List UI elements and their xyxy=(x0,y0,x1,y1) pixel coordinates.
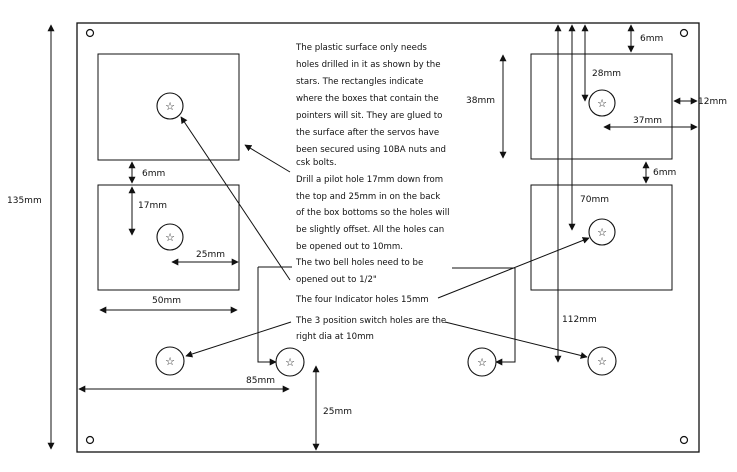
note-pilot: Drill a pilot hole 17mm down from the to… xyxy=(296,175,450,252)
indicator-hole-top-left: ☆ xyxy=(156,92,184,120)
pointer-box-top-right xyxy=(530,53,673,160)
leader-plastic-to-hole xyxy=(180,116,291,281)
note-line: The plastic surface only needs xyxy=(295,43,427,53)
leader-bell-left xyxy=(257,267,277,366)
note-line: right dia at 10mm xyxy=(296,332,374,342)
leader-boxes xyxy=(244,144,291,173)
mounting-hole xyxy=(85,28,95,38)
dimension-lines xyxy=(47,24,698,451)
bell-hole-left: ☆ xyxy=(155,346,185,376)
leader-switch-right xyxy=(444,321,588,359)
notes: The plastic surface only needs holes dri… xyxy=(295,43,450,342)
note-plastic: The plastic surface only needs holes dri… xyxy=(295,43,446,168)
indicator-hole-top-right: ☆ xyxy=(588,89,616,117)
star-icon: ☆ xyxy=(597,226,607,239)
note-line: The two bell holes need to be xyxy=(295,258,423,268)
star-icon: ☆ xyxy=(165,100,175,113)
note-line: where the boxes that contain the xyxy=(296,94,439,104)
star-icon: ☆ xyxy=(597,355,607,368)
label-37mm: 37mm xyxy=(633,116,662,126)
note-line: stars. The rectangles indicate xyxy=(296,77,423,87)
note-switch: The 3 position switch holes are the righ… xyxy=(295,316,446,342)
note-line: csk bolts. xyxy=(296,158,337,168)
label-25mm-bottom: 25mm xyxy=(323,407,352,417)
leader-bell-right xyxy=(495,268,516,366)
indicator-hole-mid-left: ☆ xyxy=(156,223,184,251)
mounting-hole xyxy=(679,435,689,445)
label-85mm: 85mm xyxy=(246,376,275,386)
indicator-hole-mid-right: ☆ xyxy=(588,218,616,246)
pointer-boxes xyxy=(97,53,673,291)
note-line: The four Indicator holes 15mm xyxy=(295,295,429,305)
pointer-box-mid-right xyxy=(530,184,673,291)
note-line: the top and 25mm in on the back xyxy=(296,192,440,202)
label-50mm: 50mm xyxy=(152,296,181,306)
leader-switch-left xyxy=(185,321,292,358)
leader-lines xyxy=(180,116,590,366)
note-line: opened out to 1/2" xyxy=(296,275,377,285)
mounting-holes xyxy=(85,28,689,445)
label-28mm: 28mm xyxy=(592,69,621,79)
note-line: pointers will sit. They are glued to xyxy=(296,111,442,121)
note-line: be opened out to 10mm. xyxy=(296,242,403,252)
star-icon: ☆ xyxy=(477,356,487,369)
label-135mm: 135mm xyxy=(7,196,42,206)
label-38mm: 38mm xyxy=(466,96,495,106)
label-17mm: 17mm xyxy=(138,201,167,211)
note-bell: The two bell holes need to be opened out… xyxy=(295,258,423,285)
star-icon: ☆ xyxy=(165,355,175,368)
note-line: Drill a pilot hole 17mm down from xyxy=(296,175,443,185)
pointer-box-top-left xyxy=(97,53,240,161)
note-indicator: The four Indicator holes 15mm xyxy=(295,295,429,305)
label-6mm-left: 6mm xyxy=(142,169,165,179)
label-6mm-right: 6mm xyxy=(653,168,676,178)
star-holes: ☆ ☆ ☆ ☆ ☆ ☆ ☆ ☆ xyxy=(155,89,617,377)
panel-outline xyxy=(76,22,700,453)
bell-hole-right: ☆ xyxy=(587,346,617,376)
label-70mm: 70mm xyxy=(580,195,609,205)
note-line: holes drilled in it as shown by the xyxy=(296,60,441,70)
dimension-labels: 135mm 6mm 17mm 25mm 50mm 85mm 25mm 6mm 3… xyxy=(7,34,727,417)
mounting-hole xyxy=(85,435,95,445)
note-line: be slightly offset. All the holes can xyxy=(296,225,444,235)
leader-indicator xyxy=(437,237,590,299)
switch-hole-left: ☆ xyxy=(275,347,305,377)
label-25mm-in: 25mm xyxy=(196,250,225,260)
star-icon: ☆ xyxy=(165,231,175,244)
star-icon: ☆ xyxy=(597,97,607,110)
note-line: The 3 position switch holes are the xyxy=(295,316,446,326)
label-6mm-top: 6mm xyxy=(640,34,663,44)
mounting-hole xyxy=(679,28,689,38)
note-line: of the box bottoms so the holes will xyxy=(296,208,450,218)
switch-hole-right: ☆ xyxy=(467,347,497,377)
note-line: been secured using 10BA nuts and xyxy=(296,145,446,155)
note-line: the surface after the servos have xyxy=(296,128,439,138)
label-112mm: 112mm xyxy=(562,315,597,325)
pointer-box-mid-left xyxy=(97,184,240,291)
label-12mm: 12mm xyxy=(698,97,727,107)
star-icon: ☆ xyxy=(285,356,295,369)
